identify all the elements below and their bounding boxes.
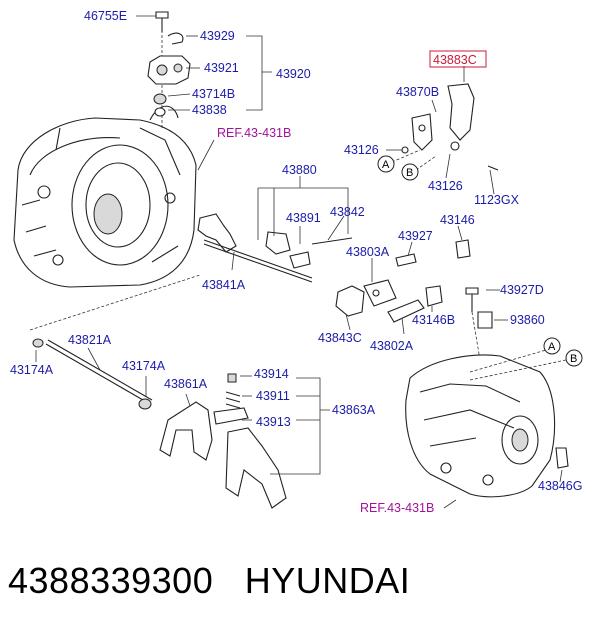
svg-text:A: A xyxy=(382,159,390,171)
circle-marker-b-top xyxy=(401,163,419,181)
circle-marker-a-top xyxy=(377,155,395,173)
shift-fork-middle xyxy=(335,239,471,323)
label-43880: 43880 xyxy=(282,163,317,177)
label-43841A: 43841A xyxy=(202,278,246,292)
label-43802A: 43802A xyxy=(370,339,414,353)
label-43146B: 43146B xyxy=(412,313,455,327)
part-number: 4388339300 xyxy=(8,560,214,601)
label-43146: 43146 xyxy=(440,213,475,227)
label-43920: 43920 xyxy=(276,67,311,81)
bracket-assembly xyxy=(401,83,499,171)
label-43714B: 43714B xyxy=(192,87,235,101)
brand-name: HYUNDAI xyxy=(244,560,411,601)
label-43929: 43929 xyxy=(200,29,235,43)
label-1123GX: 1123GX xyxy=(474,193,520,207)
transmission-housing-left xyxy=(13,105,197,288)
label-43174A-left: 43174A xyxy=(10,363,54,377)
label-93860: 93860 xyxy=(510,313,545,327)
bolt-sensor xyxy=(465,287,493,361)
label-43927D: 43927D xyxy=(500,283,544,297)
label-46755E: 46755E xyxy=(84,9,127,23)
label-43913: 43913 xyxy=(256,415,291,429)
transmission-housing-right xyxy=(405,354,569,498)
label-43843C: 43843C xyxy=(318,331,362,345)
footer-caption: 4388339300 HYUNDAI xyxy=(8,560,410,602)
shift-fork-lower xyxy=(159,373,287,509)
svg-text:B: B xyxy=(406,167,413,179)
part-labels: 46755E 43929 43921 43920 43714B 43838 RE… xyxy=(10,9,583,515)
label-43861A: 43861A xyxy=(164,377,208,391)
shift-rail-upper xyxy=(197,213,353,283)
label-43883C: 43883C xyxy=(433,53,477,67)
label-43891: 43891 xyxy=(286,211,321,225)
label-43842: 43842 xyxy=(330,205,365,219)
label-43126-b: 43126 xyxy=(428,179,463,193)
label-43870B: 43870B xyxy=(396,85,439,99)
label-43126-a: 43126 xyxy=(344,143,379,157)
label-43174A-mid: 43174A xyxy=(122,359,166,373)
circle-marker-b-bottom xyxy=(565,349,583,367)
ref-label-bottom: REF.43-431B xyxy=(360,501,434,515)
label-43863A: 43863A xyxy=(332,403,376,417)
label-43911: 43911 xyxy=(256,389,290,403)
label-43927: 43927 xyxy=(398,229,433,243)
svg-text:A: A xyxy=(548,341,556,353)
svg-text:B: B xyxy=(570,353,577,365)
label-43846G: 43846G xyxy=(538,479,582,493)
shift-lever-stack xyxy=(147,11,191,128)
exploded-view-svg: 46755E 43929 43921 43920 43714B 43838 RE… xyxy=(10,9,583,515)
leader-lines xyxy=(35,15,563,509)
label-43821A: 43821A xyxy=(68,333,112,347)
highlight-box xyxy=(429,50,487,68)
circle-marker-a-bottom xyxy=(543,337,561,355)
label-43838: 43838 xyxy=(192,103,227,117)
label-43914: 43914 xyxy=(254,367,289,381)
label-43921: 43921 xyxy=(204,61,239,75)
label-43803A: 43803A xyxy=(346,245,390,259)
ref-label-top: REF.43-431B xyxy=(217,126,291,140)
